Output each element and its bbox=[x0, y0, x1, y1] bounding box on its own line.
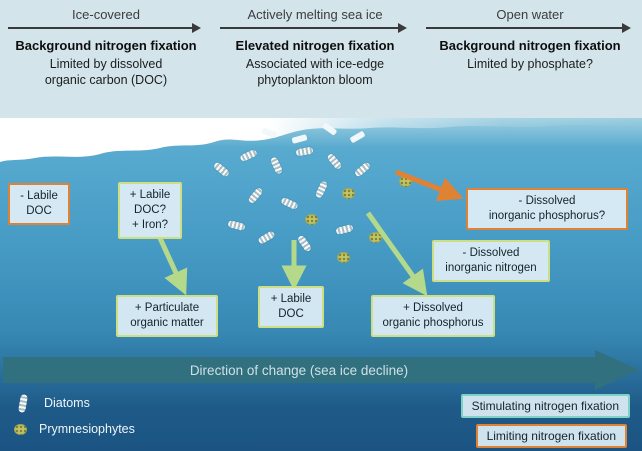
legend-box-limiting: Limiting nitrogen fixation bbox=[475, 424, 627, 448]
green-arrow-icon bbox=[157, 236, 188, 296]
box-dissolved-inorganic-phosphorus-minus: - Dissolved inorganic phosphorus? bbox=[466, 188, 628, 230]
zone-subtitle: Limited by dissolved organic carbon (DOC… bbox=[44, 57, 168, 88]
zone-column-open-water: Open water Background nitrogen fixation … bbox=[418, 0, 642, 118]
box-dissolved-inorganic-nitrogen-minus: - Dissolved inorganic nitrogen bbox=[432, 240, 550, 282]
zone-subtitle: Associated with ice-edge phytoplankton b… bbox=[245, 57, 385, 88]
zone-title: Elevated nitrogen fixation bbox=[235, 38, 395, 53]
ocean: - Labile DOC + Labile DOC? + Iron? - Dis… bbox=[0, 118, 642, 451]
zone-title: Background nitrogen fixation bbox=[15, 38, 197, 53]
zone-label: Open water bbox=[496, 7, 564, 22]
legend-label: Prymnesiophytes bbox=[39, 422, 135, 436]
diatom-icon bbox=[17, 393, 29, 413]
green-arrow-icon bbox=[365, 211, 428, 297]
zone-label: Actively melting sea ice bbox=[247, 7, 383, 22]
prymnesiophyte-icon bbox=[369, 232, 382, 243]
orange-arrow-icon bbox=[395, 169, 464, 202]
legend-box-stimulating: Stimulating nitrogen fixation bbox=[460, 394, 630, 418]
zones-header: Ice-covered Background nitrogen fixation… bbox=[0, 0, 642, 118]
zone-title: Background nitrogen fixation bbox=[439, 38, 621, 53]
direction-of-change-label: Direction of change (sea ice decline) bbox=[189, 362, 409, 378]
box-labile-doc-minus: - Labile DOC bbox=[8, 183, 70, 225]
box-labile-doc-plus: + Labile DOC bbox=[258, 286, 324, 328]
zone-column-ice-covered: Ice-covered Background nitrogen fixation… bbox=[0, 0, 212, 118]
direction-of-change-arrow: Direction of change (sea ice decline) bbox=[3, 350, 639, 390]
legend-label: Diatoms bbox=[44, 396, 90, 410]
prymnesiophyte-icon bbox=[399, 176, 412, 187]
flow-arrows bbox=[157, 169, 464, 297]
sea-ice-icon bbox=[0, 118, 642, 162]
prymnesiophyte-icon bbox=[305, 214, 318, 225]
zone-arrow-icon bbox=[8, 23, 201, 33]
box-dissolved-organic-phosphorus-plus: + Dissolved organic phosphorus bbox=[371, 295, 495, 337]
legend-item-diatoms: Diatoms bbox=[14, 393, 90, 413]
zone-arrow-icon bbox=[220, 23, 407, 33]
prymnesiophyte-icon bbox=[14, 423, 27, 435]
legend-item-prymnesiophytes: Prymnesiophytes bbox=[14, 422, 135, 436]
prymnesiophyte-icon bbox=[337, 252, 350, 263]
box-labile-doc-iron-plus: + Labile DOC? + Iron? bbox=[118, 182, 182, 239]
box-particulate-organic-matter-plus: + Particulate organic matter bbox=[116, 295, 218, 337]
zone-label: Ice-covered bbox=[72, 7, 140, 22]
zone-arrow-icon bbox=[426, 23, 631, 33]
zone-subtitle: Limited by phosphate? bbox=[467, 57, 593, 71]
zone-column-melting-ice: Actively melting sea ice Elevated nitrog… bbox=[212, 0, 418, 118]
prymnesiophyte-icon bbox=[342, 188, 355, 199]
